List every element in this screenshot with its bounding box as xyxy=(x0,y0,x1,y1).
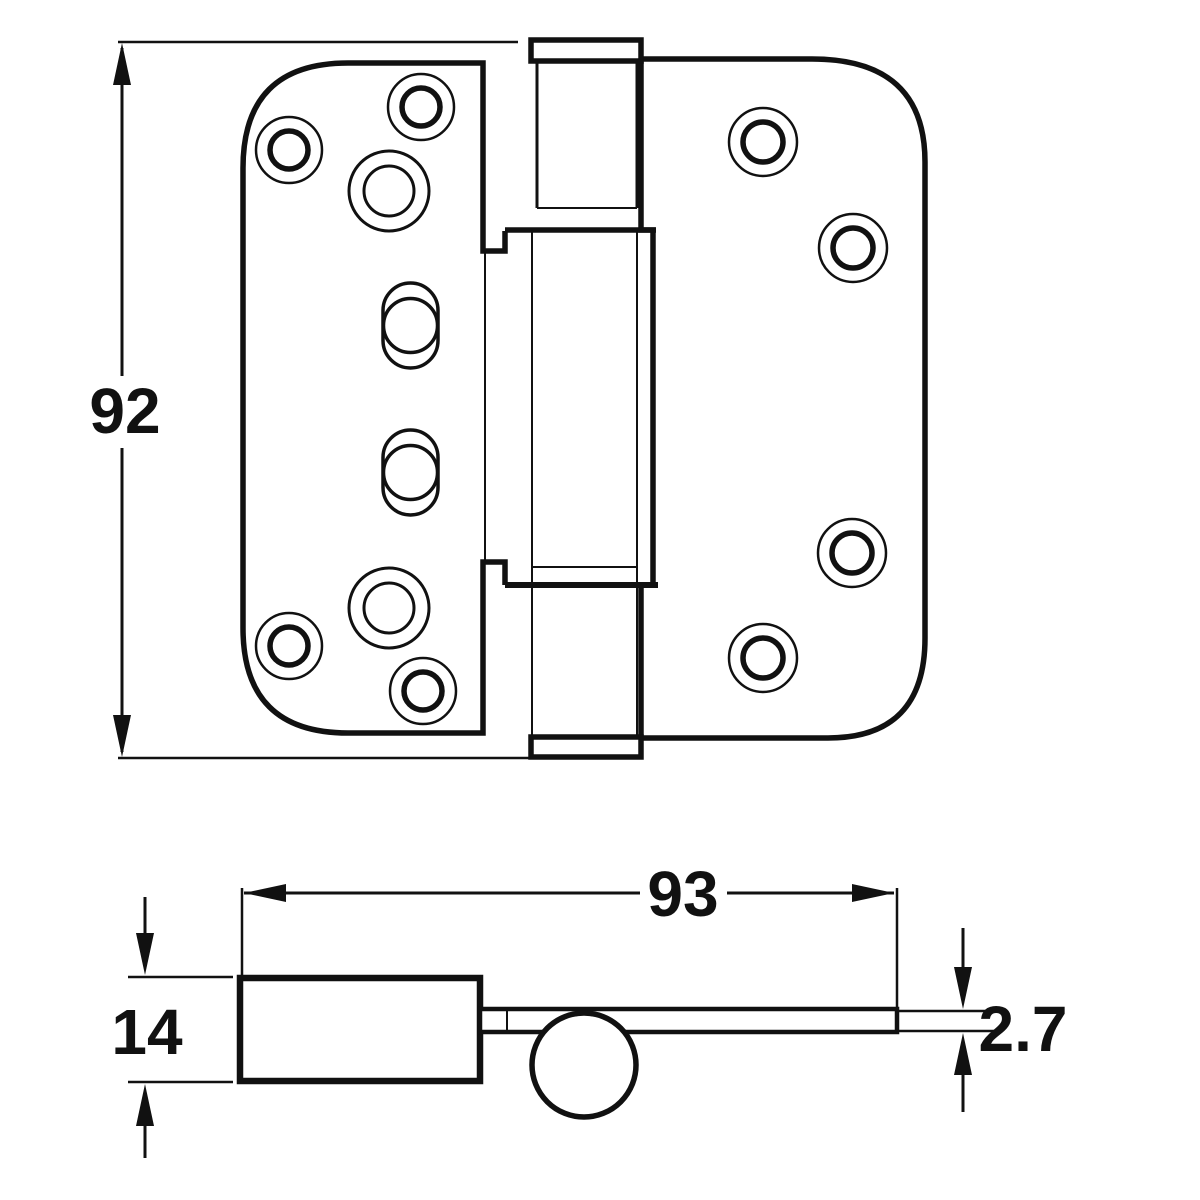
arrow-down-icon xyxy=(954,967,972,1009)
dimension-label-height: 92 xyxy=(89,375,160,447)
screw-hole xyxy=(817,212,889,284)
adjustment-hole xyxy=(347,149,431,233)
dimension-label-width: 93 xyxy=(647,858,718,930)
hinge-barrel xyxy=(505,37,658,760)
knuckle-bottom-cap xyxy=(528,734,644,760)
dimension-height: 92 xyxy=(89,40,531,760)
front-view: 92 xyxy=(89,37,928,760)
knuckle-top-cap xyxy=(528,37,644,64)
hinge-body-block xyxy=(236,974,484,1085)
arrow-up-icon xyxy=(954,1033,972,1075)
hinge-leaf-profile xyxy=(477,1006,900,1035)
screw-hole xyxy=(386,72,456,142)
adjustment-slot xyxy=(381,281,440,370)
bottom-view: 93 14 2.7 xyxy=(111,858,1067,1158)
screw-hole xyxy=(727,622,799,694)
left-leaf xyxy=(240,60,508,736)
hinge-barrel-profile xyxy=(529,1010,639,1120)
arrow-up-icon xyxy=(113,43,131,85)
screw-hole xyxy=(254,611,324,681)
screw-hole xyxy=(388,656,458,726)
adjustment-hole xyxy=(347,566,431,650)
arrow-down-icon xyxy=(136,933,154,975)
dimension-leaf-thickness: 2.7 xyxy=(899,928,1067,1112)
screw-hole xyxy=(816,517,888,589)
dimension-block-height: 14 xyxy=(111,897,233,1158)
arrow-down-icon xyxy=(113,715,131,757)
dimension-label-block-height: 14 xyxy=(111,996,183,1068)
screw-hole xyxy=(254,115,324,185)
screw-hole xyxy=(727,106,799,178)
arrow-right-icon xyxy=(852,884,894,902)
right-leaf xyxy=(638,56,928,741)
dimension-width: 93 xyxy=(240,858,899,1007)
arrow-left-icon xyxy=(244,884,286,902)
dimension-label-leaf-thickness: 2.7 xyxy=(979,993,1068,1065)
adjustment-slot xyxy=(381,428,440,517)
arrow-up-icon xyxy=(136,1084,154,1126)
